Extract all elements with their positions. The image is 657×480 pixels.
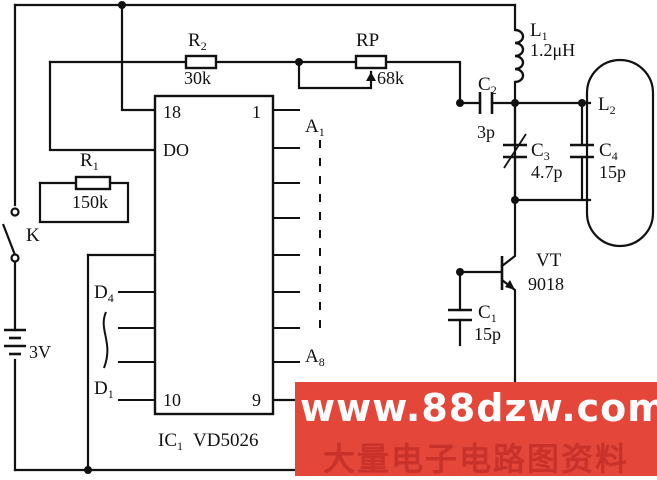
watermark-banner xyxy=(295,382,657,476)
label-rp-value: 68k xyxy=(377,68,404,88)
resistor-r1 xyxy=(74,175,112,191)
vt-emitter-arrow xyxy=(505,280,515,290)
capacitor-c4 xyxy=(570,143,594,159)
label-vt: VT xyxy=(536,250,562,271)
watermark-site: www.88dzw.com xyxy=(300,386,657,430)
label-l1: L1 xyxy=(530,20,548,43)
label-a1: A1 xyxy=(305,116,325,139)
label-c1: C1 xyxy=(478,302,497,325)
label-l1-value: 1.2μH xyxy=(530,40,575,60)
potentiometer-rp xyxy=(354,54,388,70)
label-r2-value: 30k xyxy=(184,68,211,88)
ic-input-pins xyxy=(118,291,155,401)
rp-wiper-arrow xyxy=(366,72,376,81)
wire-rp-right xyxy=(384,60,462,105)
label-vt-part: 9018 xyxy=(528,274,564,294)
loop-antenna-l2 xyxy=(585,58,655,248)
wire-r2-down xyxy=(48,60,157,152)
resistor-r2 xyxy=(184,54,218,70)
switch-k xyxy=(1,207,20,263)
ic-output-pins xyxy=(273,109,300,401)
wire-r1-right xyxy=(38,181,130,224)
capacitor-c3 xyxy=(503,133,527,169)
label-pin1: 1 xyxy=(252,102,261,122)
label-d1: D1 xyxy=(94,378,114,401)
label-c2-value: 3p xyxy=(477,122,495,142)
label-do: DO xyxy=(163,140,189,160)
watermark-subtitle: 大量电子电路图资料 xyxy=(322,440,629,478)
input-pins-squiggle xyxy=(102,311,109,369)
label-l2: L2 xyxy=(598,94,616,117)
wire-vt-collector xyxy=(500,198,517,268)
capacitor-c1 xyxy=(448,308,472,322)
label-c1-value: 15p xyxy=(474,324,501,344)
label-c3: C3 xyxy=(531,140,550,163)
label-battery: 3V xyxy=(29,342,51,362)
label-r1: R1 xyxy=(80,150,99,173)
battery-3v xyxy=(4,328,26,356)
label-c4-value: 15p xyxy=(599,162,626,182)
wire-vdd-pin18 xyxy=(120,3,157,112)
label-pin9: 9 xyxy=(252,390,261,410)
label-r1-value: 150k xyxy=(72,192,108,212)
label-pin18: 18 xyxy=(163,102,181,122)
label-rp: RP xyxy=(356,30,379,51)
label-pin10: 10 xyxy=(163,390,181,410)
label-r2: R2 xyxy=(188,30,207,53)
label-c2: C2 xyxy=(478,74,497,97)
junction-dots xyxy=(84,1,586,474)
label-c3-value: 4.7p xyxy=(531,162,563,182)
capacitor-c2 xyxy=(478,92,494,114)
label-a8: A8 xyxy=(305,346,325,369)
label-d4: D4 xyxy=(94,282,114,305)
label-switch-k: K xyxy=(26,225,40,246)
label-c4: C4 xyxy=(599,140,618,163)
inductor-l1 xyxy=(514,28,525,84)
